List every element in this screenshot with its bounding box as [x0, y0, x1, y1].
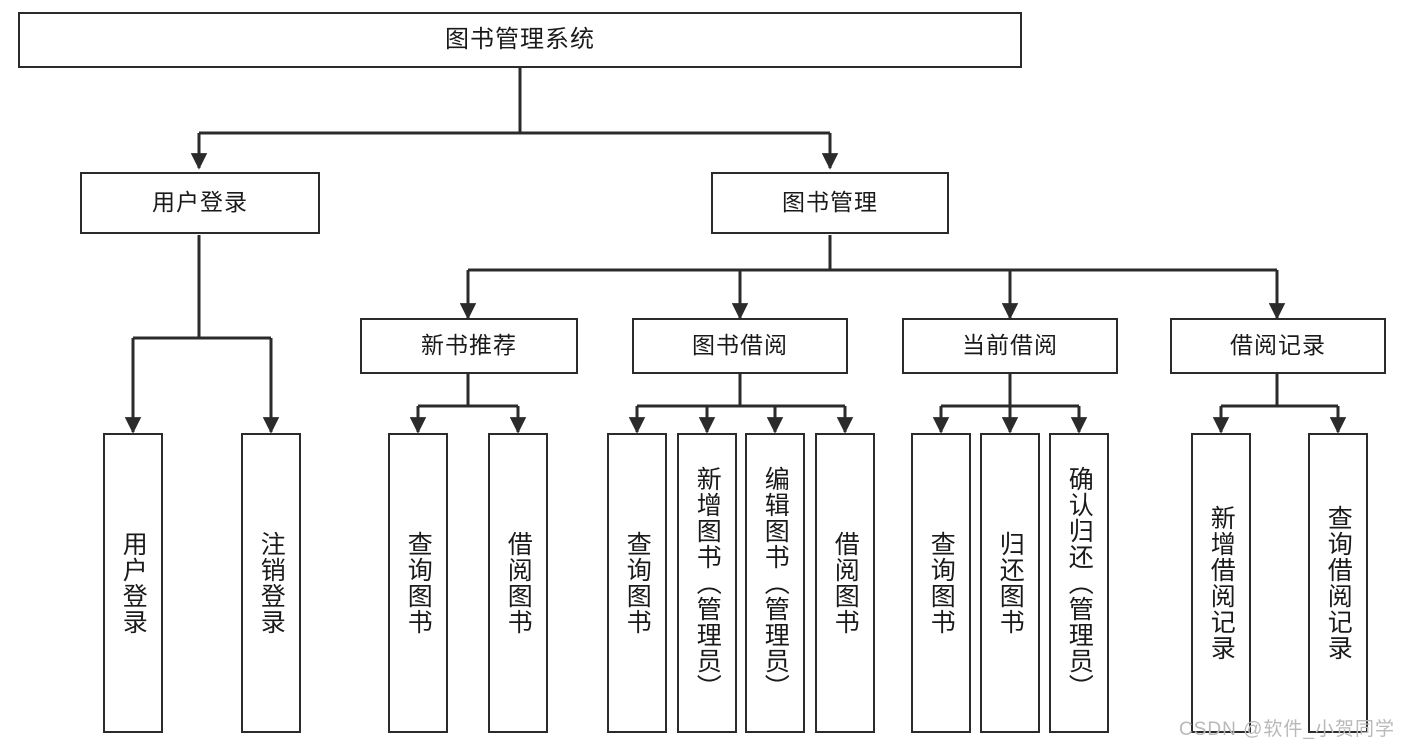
leaf-logout-login[interactable]: 注销登录	[241, 433, 301, 733]
node-current-borrow[interactable]: 当前借阅	[902, 318, 1118, 374]
node-label: 借阅图书	[831, 531, 860, 635]
node-label: 图书借阅	[692, 332, 788, 359]
node-label: 借阅记录	[1230, 332, 1326, 359]
node-label: 新增图书（管理员）	[693, 466, 722, 700]
leaf-confirm-return-admin[interactable]: 确认归还（管理员）	[1049, 433, 1109, 733]
leaf-query-book-borrow[interactable]: 查询图书	[607, 433, 667, 733]
node-label: 查询图书	[927, 531, 956, 635]
leaf-return-book[interactable]: 归还图书	[980, 433, 1040, 733]
node-label: 查询图书	[404, 531, 433, 635]
leaf-query-book-current[interactable]: 查询图书	[911, 433, 971, 733]
node-label: 归还图书	[996, 531, 1025, 635]
node-label: 编辑图书（管理员）	[761, 466, 790, 700]
node-label: 注销登录	[257, 531, 286, 635]
node-user-login[interactable]: 用户登录	[80, 172, 320, 234]
node-root-system[interactable]: 图书管理系统	[18, 12, 1022, 68]
node-label: 新书推荐	[421, 332, 517, 359]
node-label: 确认归还（管理员）	[1065, 466, 1094, 700]
node-label: 当前借阅	[962, 332, 1058, 359]
leaf-add-borrow-record[interactable]: 新增借阅记录	[1191, 433, 1251, 733]
node-label: 新增借阅记录	[1207, 505, 1236, 661]
node-label: 查询图书	[623, 531, 652, 635]
node-book-management[interactable]: 图书管理	[711, 172, 949, 234]
node-label: 图书管理系统	[445, 25, 595, 53]
leaf-borrow-book[interactable]: 借阅图书	[815, 433, 875, 733]
watermark: CSDN @软件_小贺同学	[1179, 719, 1395, 740]
leaf-user-login[interactable]: 用户登录	[103, 433, 163, 733]
leaf-borrow-book-recommend[interactable]: 借阅图书	[488, 433, 548, 733]
leaf-edit-book-admin[interactable]: 编辑图书（管理员）	[745, 433, 805, 733]
leaf-add-book-admin[interactable]: 新增图书（管理员）	[677, 433, 737, 733]
node-book-borrow[interactable]: 图书借阅	[632, 318, 848, 374]
node-new-book-recommend[interactable]: 新书推荐	[360, 318, 578, 374]
leaf-query-book-recommend[interactable]: 查询图书	[388, 433, 448, 733]
node-label: 借阅图书	[504, 531, 533, 635]
node-label: 图书管理	[782, 189, 878, 216]
node-label: 查询借阅记录	[1324, 505, 1353, 661]
node-label: 用户登录	[152, 189, 248, 216]
node-label: 用户登录	[119, 531, 148, 635]
node-borrow-record[interactable]: 借阅记录	[1170, 318, 1386, 374]
leaf-query-borrow-record[interactable]: 查询借阅记录	[1308, 433, 1368, 733]
